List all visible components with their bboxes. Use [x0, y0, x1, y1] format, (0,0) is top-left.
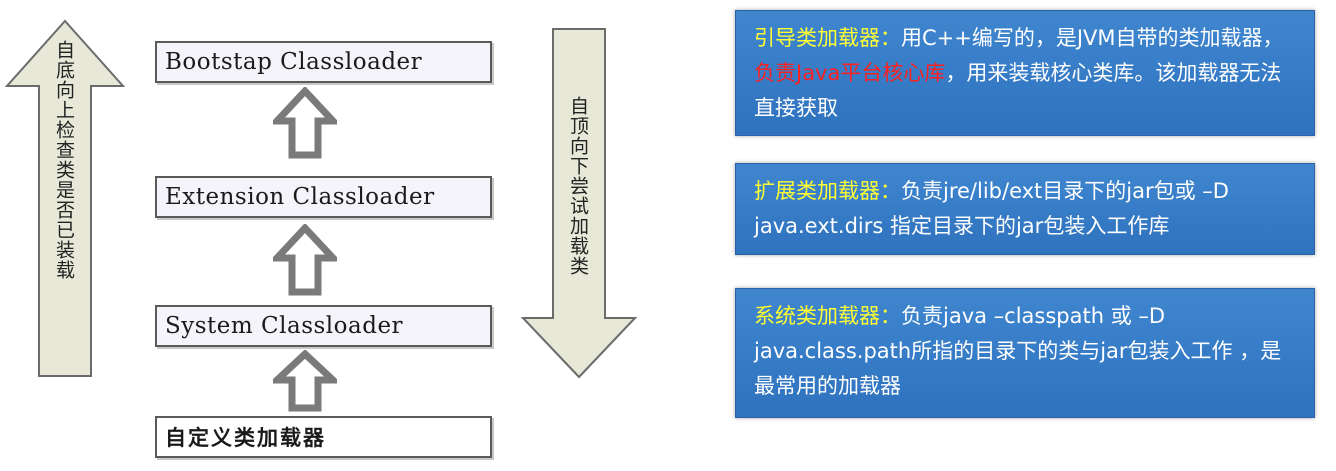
top-down-arrow-label: 自顶向下尝试加载类 [567, 96, 589, 276]
bottom-up-arrow-label: 自底向上检查类是否已装载 [53, 40, 75, 280]
bottom-up-arrow [4, 18, 126, 380]
extension-loader-keyword: 扩展类加载器 [754, 179, 880, 203]
bootstrap-loader-desc-end: ，用来装载核心类库。该加载器无法直接获取 [754, 61, 1282, 120]
custom-classloader-box: 自定义类加载器 [155, 416, 492, 458]
bootstrap-loader-desc: 用C++编写的，是JVM自带的类加载器， [901, 26, 1284, 50]
bootstrap-loader-info: 引导类加载器：用C++编写的，是JVM自带的类加载器，负责Java平台核心库，用… [735, 10, 1315, 136]
system-loader-info: 系统类加载器：负责java –classpath 或 –D java.class… [735, 288, 1315, 418]
up-arrow-icon [268, 222, 342, 300]
top-down-arrow [520, 26, 638, 380]
up-arrow-icon [268, 85, 342, 163]
extension-loader-desc: 负责jre/lib/ext目录下的jar包或 –D java.ext.dirs … [754, 179, 1229, 238]
extension-classloader-box: Extension Classloader [155, 176, 492, 218]
system-loader-keyword: 系统类加载器 [754, 304, 880, 328]
system-classloader-box: System Classloader [155, 305, 492, 347]
bootstrap-loader-highlight: 负责Java平台核心库 [754, 61, 946, 85]
bootstrap-classloader-box: Bootstap Classloader [155, 41, 492, 83]
extension-loader-info: 扩展类加载器：负责jre/lib/ext目录下的jar包或 –D java.ex… [735, 163, 1315, 255]
bootstrap-loader-keyword: 引导类加载器 [754, 26, 880, 50]
system-loader-desc: 负责java –classpath 或 –D java.class.path所指… [754, 304, 1282, 398]
up-arrow-icon [268, 349, 342, 416]
